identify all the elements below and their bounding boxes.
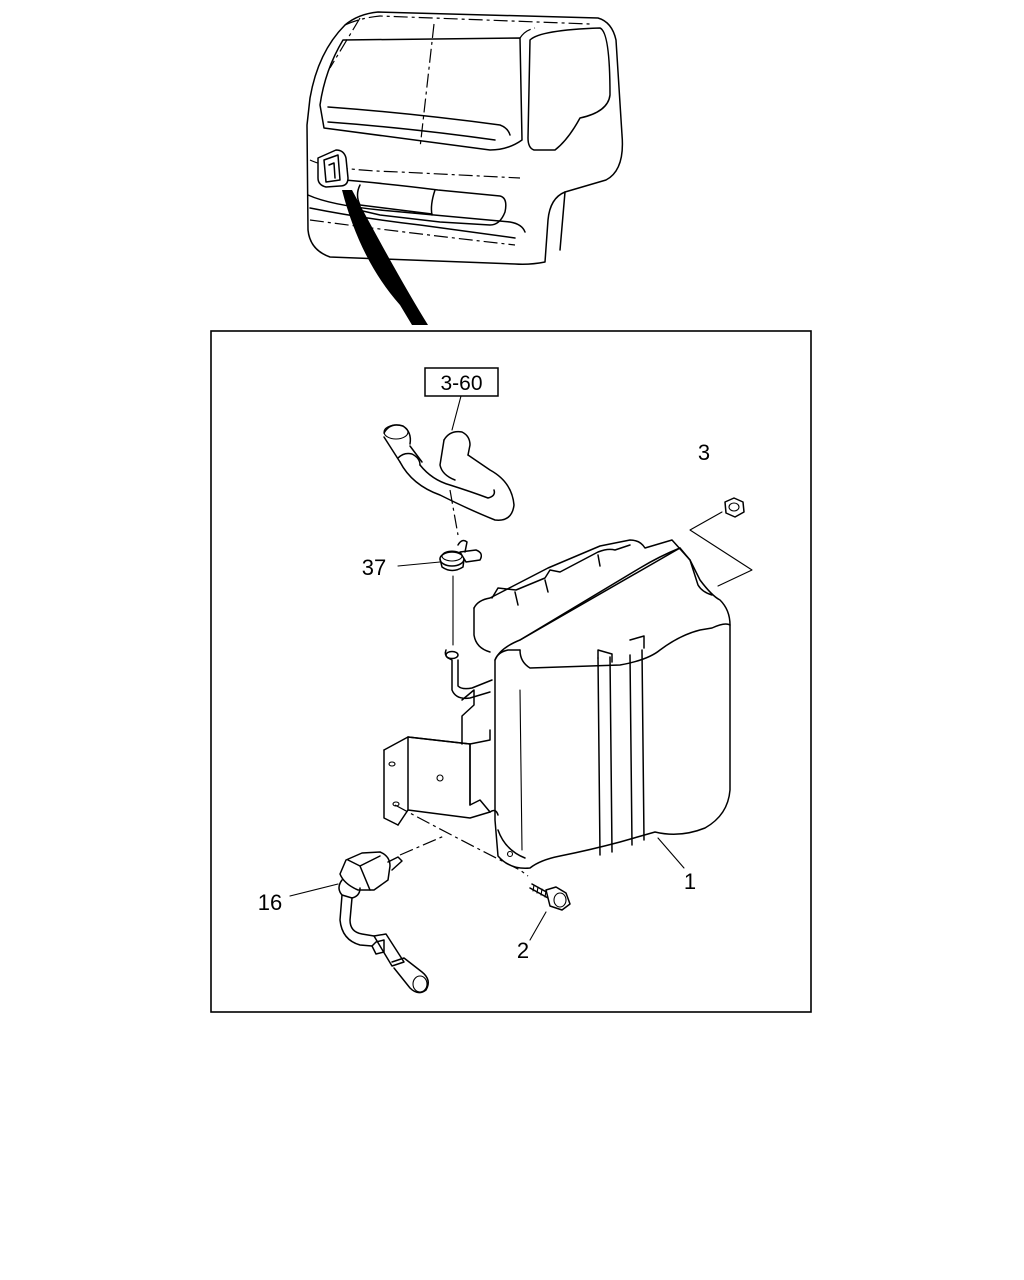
callout-16: 16 (258, 890, 282, 915)
truck-cab-illustration (306, 11, 624, 325)
nut (689, 497, 753, 587)
callout-2: 2 (517, 938, 529, 963)
callout-37-leader (397, 561, 441, 567)
hose (383, 424, 515, 536)
reference-box: 3-60 (424, 367, 499, 431)
washer-tank (473, 539, 731, 869)
mounting-bracket (383, 689, 529, 877)
callout-37: 37 (362, 555, 386, 580)
reference-label: 3-60 (440, 372, 482, 395)
hose-clamp (439, 539, 483, 646)
washer-pump (289, 835, 445, 994)
callout-3: 3 (698, 440, 710, 465)
bolt (529, 883, 571, 941)
outlet-pipe (444, 649, 493, 700)
callout-1: 1 (684, 869, 696, 894)
detail-frame (210, 330, 812, 1013)
